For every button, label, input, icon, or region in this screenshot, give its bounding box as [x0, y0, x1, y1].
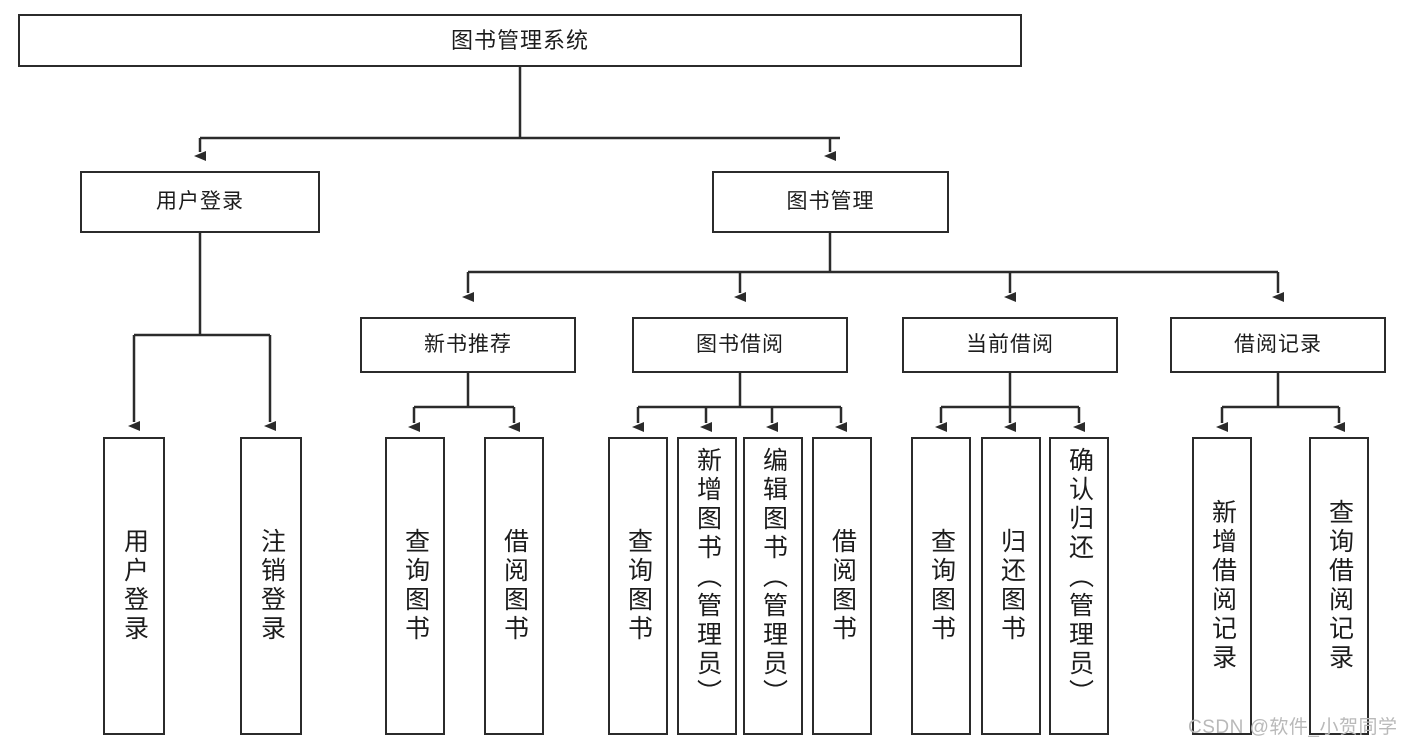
node-label: 借阅图书	[500, 528, 529, 644]
leaf-borrow-book[interactable]: 借阅图书	[812, 437, 872, 735]
node-label: 用户登录	[156, 189, 244, 213]
leaf-logout[interactable]: 注销登录	[240, 437, 302, 735]
node-label: 图书管理	[786, 189, 875, 213]
node-user-login[interactable]: 用户登录	[80, 171, 320, 233]
node-label: 查询借阅记录	[1325, 499, 1354, 673]
leaf-user-login[interactable]: 用户登录	[103, 437, 165, 735]
leaf-add-borrow-record[interactable]: 新增借阅记录	[1192, 437, 1252, 735]
node-label: 查询图书	[401, 528, 430, 644]
node-label: 查询图书	[927, 528, 956, 644]
node-label: 注销登录	[257, 528, 286, 644]
node-label: 借阅图书	[828, 528, 857, 644]
node-book-borrowing[interactable]: 图书借阅	[632, 317, 848, 373]
node-label: 新增图书（管理员）	[693, 447, 722, 708]
node-label: 图书管理系统	[450, 27, 589, 53]
leaf-query-book-new[interactable]: 查询图书	[385, 437, 445, 735]
node-label: 新书推荐	[424, 332, 512, 356]
leaf-query-borrow-record[interactable]: 查询借阅记录	[1309, 437, 1369, 735]
leaf-query-book-borrow[interactable]: 查询图书	[608, 437, 668, 735]
leaf-borrow-book-new[interactable]: 借阅图书	[484, 437, 544, 735]
node-label: 图书借阅	[696, 332, 784, 356]
node-new-book-recommendation[interactable]: 新书推荐	[360, 317, 576, 373]
leaf-return-book[interactable]: 归还图书	[981, 437, 1041, 735]
node-borrow-records[interactable]: 借阅记录	[1170, 317, 1386, 373]
node-label: 借阅记录	[1234, 332, 1322, 356]
node-label: 归还图书	[997, 528, 1026, 644]
node-label: 新增借阅记录	[1208, 499, 1237, 673]
node-label: 当前借阅	[966, 332, 1054, 356]
node-label: 确认归还（管理员）	[1065, 447, 1094, 708]
node-current-borrowing[interactable]: 当前借阅	[902, 317, 1118, 373]
leaf-add-book-admin[interactable]: 新增图书（管理员）	[677, 437, 737, 735]
csdn-watermark: CSDN @软件_小贺同学	[1188, 717, 1398, 738]
node-book-management[interactable]: 图书管理	[712, 171, 949, 233]
leaf-edit-book-admin[interactable]: 编辑图书（管理员）	[743, 437, 803, 735]
leaf-query-book-current[interactable]: 查询图书	[911, 437, 971, 735]
node-label: 用户登录	[120, 528, 149, 644]
node-root-book-management-system[interactable]: 图书管理系统	[18, 14, 1022, 67]
node-label: 编辑图书（管理员）	[759, 447, 788, 708]
node-label: 查询图书	[624, 528, 653, 644]
leaf-confirm-return-admin[interactable]: 确认归还（管理员）	[1049, 437, 1109, 735]
